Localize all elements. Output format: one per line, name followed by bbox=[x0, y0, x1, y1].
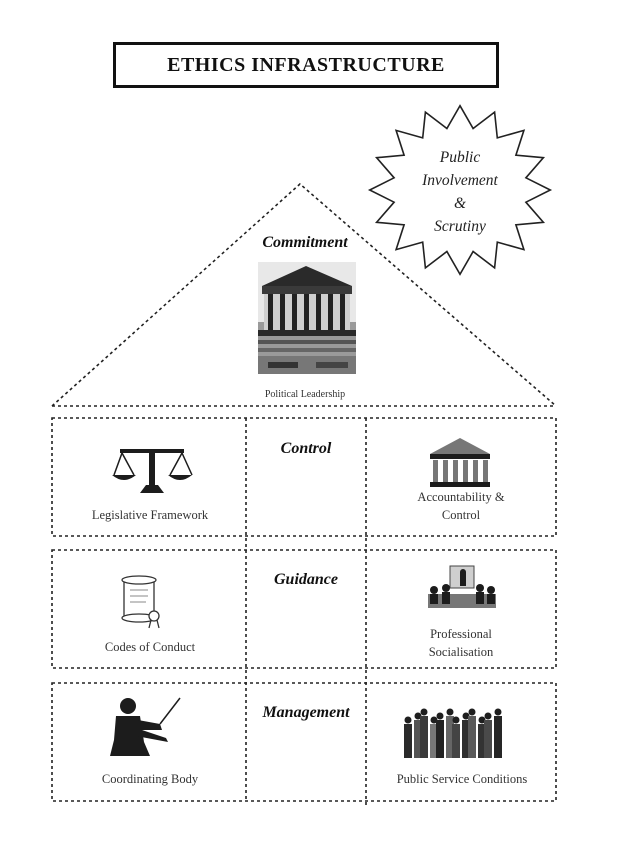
person-head bbox=[478, 716, 486, 724]
commitment-heading: Commitment bbox=[262, 234, 348, 251]
person-head bbox=[414, 712, 422, 720]
person-body bbox=[468, 716, 476, 758]
coordinating-body-label: Coordinating Body bbox=[101, 772, 199, 786]
person-body bbox=[404, 724, 412, 758]
professional-line: Professional bbox=[430, 627, 492, 641]
person-body bbox=[494, 716, 502, 758]
page-title: ETHICS INFRASTRUCTURE bbox=[113, 42, 499, 88]
person-body bbox=[430, 724, 438, 758]
accountability-line: Accountability & bbox=[417, 490, 505, 504]
person-head bbox=[494, 708, 502, 716]
public-involvement-line: Involvement bbox=[422, 172, 498, 189]
person-body bbox=[462, 720, 470, 758]
person-head bbox=[436, 712, 444, 720]
person-head bbox=[484, 712, 492, 720]
person-head bbox=[430, 716, 438, 724]
person-body bbox=[414, 720, 422, 758]
professional-line: Socialisation bbox=[428, 645, 494, 659]
accountability-line: Control bbox=[441, 508, 481, 522]
person-head bbox=[462, 712, 470, 720]
public-service-conditions-label: Public Service Conditions bbox=[396, 772, 528, 786]
guidance-row bbox=[51, 549, 557, 669]
person-body bbox=[420, 716, 428, 758]
scroll-icon bbox=[121, 575, 160, 629]
conductor-icon bbox=[110, 697, 181, 756]
professional-socialisation-label: Professional Socialisation bbox=[372, 625, 550, 661]
person-body bbox=[452, 724, 460, 758]
legislative-framework-label: Legislative Framework bbox=[91, 508, 209, 522]
public-involvement-burst bbox=[367, 104, 553, 276]
person-body bbox=[478, 724, 486, 758]
management-row bbox=[51, 682, 557, 802]
person-head bbox=[420, 708, 428, 716]
public-involvement-line: Public bbox=[439, 149, 481, 166]
accountability-control-label: Accountability & Control bbox=[372, 488, 550, 524]
person-head bbox=[468, 708, 476, 716]
codes-of-conduct-label: Codes of Conduct bbox=[104, 640, 196, 654]
guidance-heading: Guidance bbox=[274, 571, 338, 588]
person-body bbox=[446, 716, 454, 758]
public-involvement-text: Public Involvement & Scrutiny bbox=[392, 146, 528, 238]
capitol-building-icon bbox=[258, 262, 356, 374]
public-involvement-line: Scrutiny bbox=[434, 218, 486, 235]
classical-building-icon bbox=[430, 438, 490, 487]
person-head bbox=[446, 708, 454, 716]
person-head bbox=[452, 716, 460, 724]
person-head bbox=[404, 716, 412, 724]
meeting-icon bbox=[428, 565, 496, 608]
public-involvement-line: & bbox=[453, 195, 467, 212]
management-heading: Management bbox=[262, 704, 350, 721]
roof-outline bbox=[51, 182, 557, 407]
person-body bbox=[436, 720, 444, 758]
crowd-icon bbox=[404, 708, 502, 758]
person-body bbox=[484, 720, 492, 758]
political-leadership-caption: Political Leadership bbox=[264, 389, 346, 400]
control-heading: Control bbox=[280, 440, 332, 457]
control-row bbox=[51, 417, 557, 537]
scales-icon bbox=[112, 449, 193, 493]
